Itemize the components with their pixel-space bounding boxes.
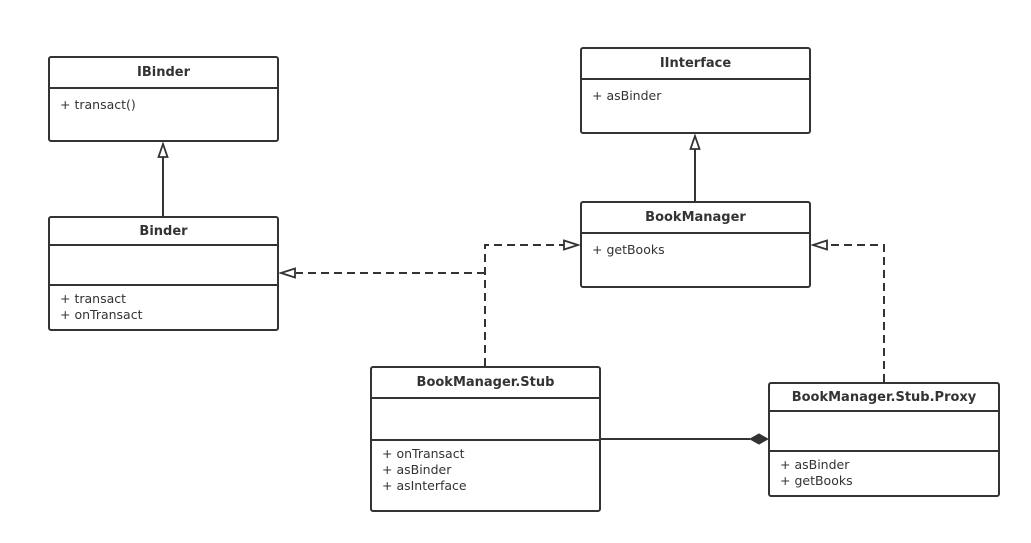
- member: + asBinder: [592, 88, 662, 103]
- composition-diamond: [748, 433, 770, 445]
- class-binder-name: Binder: [50, 218, 277, 247]
- member: + transact(): [60, 97, 136, 112]
- class-iinterface[interactable]: IInterface + asBinder: [580, 47, 811, 134]
- method: + asBinder: [780, 457, 850, 472]
- class-binder-attributes: [50, 246, 277, 286]
- stub-bookmanager-arrowhead: [563, 239, 581, 251]
- bookmanager-iinterface-arrowhead: [689, 133, 701, 150]
- class-proxy-attributes: [770, 412, 998, 452]
- class-iinterface-name: IInterface: [582, 49, 809, 80]
- class-stub-methods: + onTransact + asBinder + asInterface: [372, 441, 599, 500]
- class-proxy-name: BookManager.Stub.Proxy: [770, 384, 998, 413]
- class-proxy-methods: + asBinder + getBooks: [770, 452, 998, 495]
- class-bookmanager[interactable]: BookManager + getBooks: [580, 201, 811, 288]
- stub-binder-arrowhead: [278, 267, 296, 279]
- class-bookmanager-stub-proxy[interactable]: BookManager.Stub.Proxy + asBinder + getB…: [768, 382, 1000, 497]
- class-iinterface-members: + asBinder: [582, 80, 809, 110]
- class-ibinder[interactable]: IBinder + transact(): [48, 56, 279, 142]
- binder-ibinder-arrowhead: [157, 141, 169, 158]
- method: + onTransact: [382, 446, 465, 461]
- member: + getBooks: [592, 242, 665, 257]
- class-bookmanager-members: + getBooks: [582, 234, 809, 264]
- proxy-bookmanager-line: [827, 244, 885, 382]
- class-bookmanager-stub[interactable]: BookManager.Stub + onTransact + asBinder…: [370, 366, 601, 512]
- method: + getBooks: [780, 473, 853, 488]
- proxy-bookmanager-arrowhead: [810, 239, 828, 251]
- class-ibinder-name: IBinder: [50, 58, 277, 89]
- stub-realization-line: [484, 244, 564, 366]
- method: + transact: [60, 291, 127, 306]
- method: + asBinder: [382, 462, 452, 477]
- method: + asInterface: [382, 478, 467, 493]
- class-stub-attributes: [372, 399, 599, 441]
- method: + onTransact: [60, 307, 143, 322]
- class-binder[interactable]: Binder + transact + onTransact: [48, 216, 279, 331]
- class-stub-name: BookManager.Stub: [372, 368, 599, 399]
- class-binder-methods: + transact + onTransact: [50, 286, 277, 329]
- class-ibinder-members: + transact(): [50, 89, 277, 119]
- class-bookmanager-name: BookManager: [582, 203, 809, 234]
